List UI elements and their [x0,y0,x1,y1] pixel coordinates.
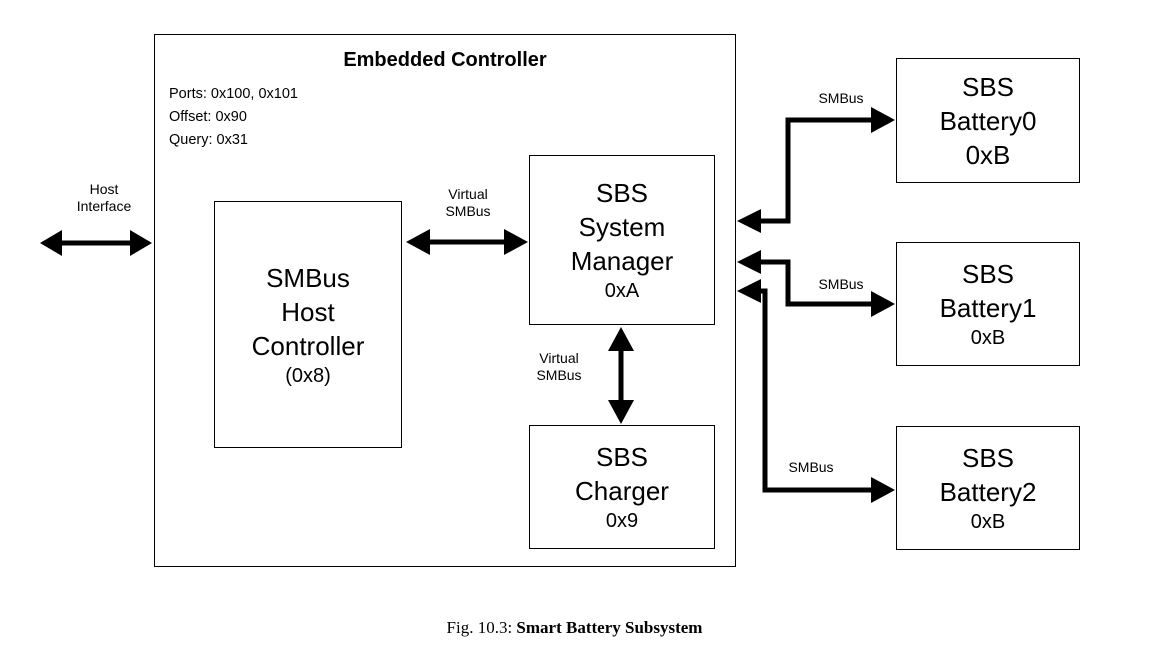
arrowhead [608,327,634,351]
smbus-label-battery1: SMBus [818,276,864,292]
battery1-address: 0xB [970,327,1006,349]
battery1-box: SBS Battery1 0xB [896,242,1080,366]
virtual-smbus-2-line2: SMBus [536,367,582,383]
smbus-line-battery0 [757,117,873,224]
system-manager-line3: Manager [570,246,674,276]
arrowhead [40,230,62,256]
host-controller-line2: Host [281,296,335,327]
arrowhead [737,250,761,274]
embedded-controller-title: Embedded Controller [343,49,547,71]
host-controller-line1: SMBus [266,262,350,293]
system-manager-line2: System [578,212,666,242]
battery2-address: 0xB [970,511,1006,533]
host-controller-address: (0x8) [285,364,331,387]
arrowhead [608,400,634,424]
arrowhead [871,107,895,133]
virtual-smbus-label-2: Virtual SMBus [519,350,599,384]
virtual-smbus-label-1: Virtual SMBus [423,186,513,220]
figure-caption: Fig. 10.3: Smart Battery Subsystem [0,618,1149,638]
smbus-label-battery0: SMBus [818,90,864,106]
arrowhead [871,477,895,503]
charger-line2: Charger [575,476,669,506]
battery0-address: 0xB [965,139,1011,170]
charger-box: SBS Charger 0x9 [529,425,715,549]
battery1-line1: SBS [961,259,1015,289]
arrowhead [504,229,528,255]
smbus-label-battery2: SMBus [788,459,834,475]
caption-prefix: Fig. 10.3: [446,618,517,637]
ec-info: Ports: 0x100, 0x101 Offset: 0x90 Query: … [169,83,298,152]
smbus-line-battery1 [757,259,873,307]
arrowhead [130,230,152,256]
caption-title: Smart Battery Subsystem [516,618,703,637]
charger-address: 0x9 [605,510,639,532]
charger-line1: SBS [595,442,649,472]
battery0-line2: Battery0 [939,105,1037,136]
battery1-line2: Battery1 [939,293,1037,323]
battery0-box: SBS Battery0 0xB [896,58,1080,183]
virtual-smbus-2-line1: Virtual [539,350,579,366]
ec-ports: Ports: 0x100, 0x101 [169,86,298,102]
arrowhead [737,279,761,303]
battery2-line2: Battery2 [939,477,1037,507]
ec-query: Query: 0x31 [169,132,248,148]
battery2-box: SBS Battery2 0xB [896,426,1080,550]
virtual-smbus-1-line2: SMBus [445,203,491,219]
arrowhead [406,229,430,255]
system-manager-line1: SBS [595,178,649,208]
battery2-line1: SBS [961,443,1015,473]
host-interface-line1: Host [89,181,119,197]
host-interface-label: Host Interface [52,181,156,215]
ec-offset: Offset: 0x90 [169,109,247,125]
arrowhead [737,209,761,233]
system-manager-box: SBS System Manager 0xA [529,155,715,325]
arrowhead [871,291,895,317]
virtual-smbus-1-line1: Virtual [448,186,488,202]
host-interface-line2: Interface [76,198,132,214]
smbus-host-controller-box: SMBus Host Controller (0x8) [214,201,402,448]
host-controller-line3: Controller [251,330,365,361]
system-manager-address: 0xA [604,280,640,302]
battery0-line1: SBS [961,71,1015,102]
